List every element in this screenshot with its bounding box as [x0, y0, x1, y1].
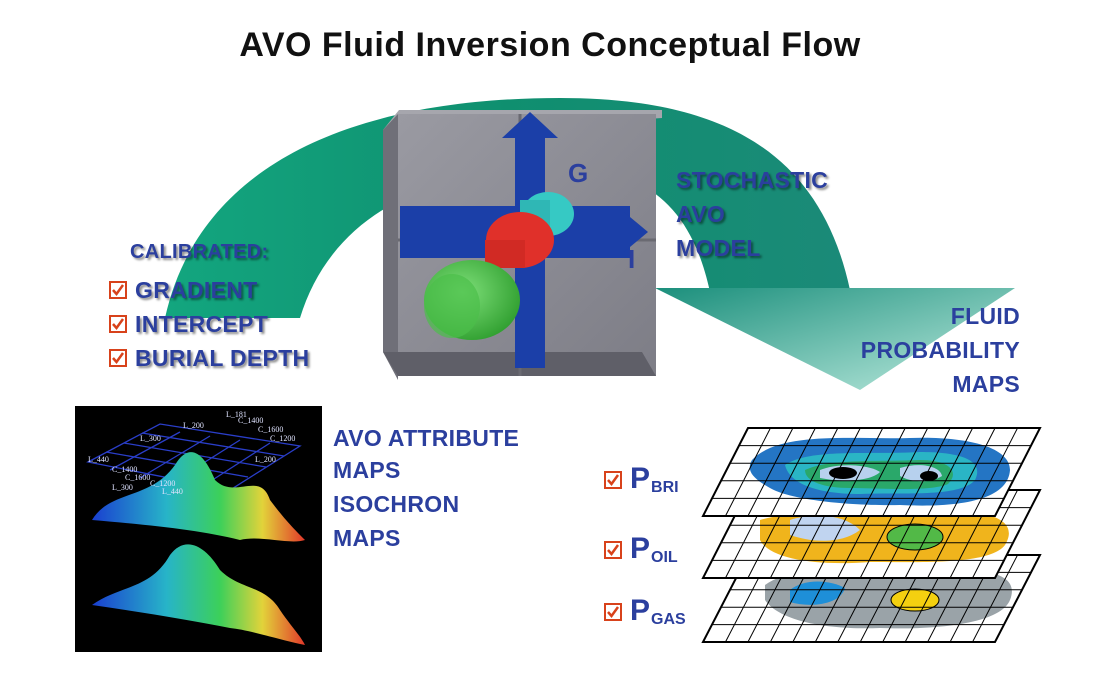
curved-flow-arrow — [165, 98, 1015, 390]
seismic-grid-label: L_200 — [255, 455, 276, 464]
checkbox-icon — [604, 603, 622, 621]
calibrated-item-burial-depth: BURIAL DEPTH — [109, 344, 309, 372]
calibrated-heading: CALIBRATED: — [130, 241, 269, 263]
stochastic-line3: MODEL — [676, 235, 761, 261]
checkbox-icon — [604, 471, 622, 489]
calibrated-item-intercept: INTERCEPT — [109, 310, 268, 338]
stochastic-line2: AVO — [676, 201, 726, 227]
seismic-grid-label: C_1600 — [125, 473, 150, 482]
seismic-grid-label: L_300 — [112, 483, 133, 492]
seismic-grid-label: L_181 — [226, 410, 247, 419]
brine-map-layer — [701, 427, 1042, 517]
seismic-attribute-image — [75, 406, 322, 652]
checkbox-icon — [109, 349, 127, 367]
seismic-grid-label: C_1200 — [150, 479, 175, 488]
g-axis-label: G — [568, 158, 589, 188]
seismic-grid-label: L_440 — [162, 487, 183, 496]
i-axis-label: I — [628, 244, 636, 274]
probability-map-stack — [701, 427, 1042, 643]
seismic-grid-label: C_1400 — [238, 416, 263, 425]
seismic-grid-label: L_440 — [88, 455, 109, 464]
attribute-line2: MAPS — [333, 457, 401, 483]
checkbox-icon — [109, 315, 127, 333]
checkbox-icon — [109, 281, 127, 299]
seismic-grid-label: C_1200 — [270, 434, 295, 443]
seismic-grid-label: C_1400 — [112, 465, 137, 474]
attribute-line3: ISOCHRON — [333, 491, 460, 517]
seismic-grid-label: C_1600 — [258, 425, 283, 434]
fluid-line1: FLUID — [950, 303, 1020, 329]
stochastic-model-box — [383, 110, 662, 380]
fluid-line2: PROBABILITY — [860, 337, 1020, 363]
checkbox-icon — [604, 541, 622, 559]
attribute-line1: AVO ATTRIBUTE — [333, 425, 520, 451]
stochastic-line1: STOCHASTIC — [676, 167, 829, 193]
seismic-grid-label: L_300 — [140, 434, 161, 443]
page-title: AVO Fluid Inversion Conceptual Flow — [239, 26, 861, 64]
calibrated-item-gradient: GRADIENT — [109, 276, 258, 304]
attribute-line4: MAPS — [333, 525, 401, 551]
seismic-grid-label: L_200 — [183, 421, 204, 430]
fluid-line3: MAPS — [952, 371, 1020, 397]
